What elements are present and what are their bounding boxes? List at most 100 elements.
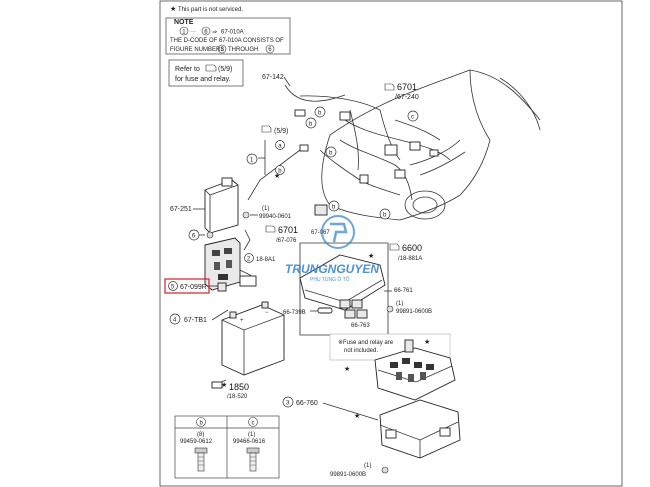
- circle-b-right: b: [383, 213, 387, 219]
- star-tray: ★: [354, 412, 360, 420]
- circle-a: a: [278, 144, 282, 150]
- refer-box: Refer to (5/9) for fuse and relay.: [168, 59, 244, 87]
- watermark-brand: TRUNGNGUYEN: [285, 262, 379, 276]
- book-icon: [265, 225, 276, 233]
- refer-line2: for fuse and relay.: [175, 76, 231, 83]
- label-67-099r: 67-099R: [180, 284, 207, 291]
- refer-line1a: Refer to: [175, 66, 200, 73]
- label-6701-top: 6701 /67-240: [384, 82, 419, 101]
- label-67-251: 67-251: [170, 206, 192, 213]
- svg-text:6701: 6701: [397, 82, 417, 92]
- circle-b-mid: b: [329, 151, 333, 157]
- bolts-table: b c (8) 99459-0612 (1) 99466-0616: [174, 415, 280, 479]
- bolt-c-label: c: [252, 421, 255, 427]
- label-99891-qty: (1): [396, 301, 403, 307]
- label-66-763: 66-763: [351, 323, 370, 329]
- bolt-b-label: b: [200, 421, 204, 427]
- book-icon: [389, 243, 400, 251]
- circle-2: 2: [247, 257, 251, 263]
- wiring-harness: [247, 84, 451, 216]
- bolt-c-qty: (1): [248, 432, 255, 438]
- note-line3-circle-6: 6: [268, 47, 272, 53]
- book-icon: [261, 125, 272, 133]
- note-title: NOTE: [174, 19, 194, 26]
- svg-text:/67-240: /67-240: [395, 94, 419, 101]
- note-circle-6: 6: [204, 29, 208, 35]
- label-99891-bottom: 99891-0600B: [330, 472, 366, 478]
- note-code: 67-010A: [221, 30, 244, 36]
- label-67-tb1: 67-TB1: [184, 317, 207, 324]
- note-arrow: ⇒: [212, 30, 217, 36]
- label-18-520: /18-520: [227, 394, 248, 400]
- relay-cluster: [339, 299, 368, 319]
- fuse-box-cover: [204, 177, 239, 234]
- circle-4: 4: [173, 318, 177, 324]
- book-icon: [205, 64, 217, 72]
- star-assembly-1: ★: [344, 365, 350, 373]
- highlighted-part-67-099r: 5 67-099R: [164, 278, 210, 294]
- fuse-box-lower-tray: [379, 399, 461, 459]
- bolt-c-icon: [246, 447, 260, 472]
- note-box: NOTE 1 ··· 6 ⇒ 67-010A THE D-CODE OF 67-…: [165, 17, 291, 55]
- note-dots: ···: [190, 29, 196, 35]
- label-67-067: 67-067: [311, 230, 330, 236]
- circle-c-top: c: [411, 115, 414, 121]
- battery: + −: [221, 301, 285, 376]
- circle-b-bracket: b: [278, 169, 282, 175]
- note-circle-1: 1: [182, 29, 186, 35]
- svg-text:+: +: [240, 318, 244, 324]
- refer-line1b: (5/9): [218, 66, 232, 73]
- svg-text:6701: 6701: [278, 225, 298, 235]
- label-5-9: (5/9): [261, 125, 288, 135]
- circle-b-top2: b: [318, 111, 322, 117]
- watermark-sub: PHỤ TÙNG Ô TÔ: [310, 276, 350, 283]
- bolt-b-qty: (8): [197, 432, 204, 438]
- star-battery: ★: [221, 381, 227, 389]
- fuse-box-assembly: [374, 339, 456, 401]
- label-18-8a1: 18-8A1: [256, 257, 276, 263]
- label-6701-mid: 6701 /67-076: [265, 225, 298, 244]
- star-assembly-2: ★: [424, 338, 430, 346]
- label-99940-0601: 99940-0601: [259, 214, 292, 220]
- circle-b-top: b: [309, 122, 313, 128]
- note-line3-circle-1: 1: [220, 47, 224, 53]
- fuse-note-line2: not included.: [344, 348, 378, 354]
- legend-star-icon: ★: [170, 5, 176, 13]
- note-line2: THE D-CODE OF 67-010A CONSISTS OF: [170, 38, 284, 44]
- svg-text:−: −: [265, 310, 269, 316]
- label-67-142: 67-142: [262, 74, 284, 81]
- bolt-b-part: 99459-0612: [180, 439, 213, 445]
- car-body: [321, 69, 541, 221]
- label-18-881a: /18-881A: [398, 256, 422, 262]
- star-marker: ★: [274, 172, 280, 180]
- legend-text: This part is not serviced.: [178, 7, 243, 13]
- wheel: [404, 190, 446, 220]
- circle-6: 6: [192, 234, 196, 240]
- label-1850: 1850: [229, 382, 249, 392]
- circle-3: 3: [286, 401, 290, 407]
- bolt-c-part: 99466-0616: [233, 439, 266, 445]
- label-1-qty: (1): [262, 206, 269, 212]
- star-cover: ★: [368, 252, 374, 260]
- watermark: TRUNGNGUYEN PHỤ TÙNG Ô TÔ: [285, 215, 379, 283]
- bolt-b-icon: [194, 447, 208, 472]
- label-99891-qty-bottom: (1): [364, 463, 371, 469]
- svg-text:(5/9): (5/9): [274, 128, 288, 135]
- fuse-note-line1: ※Fuse and relay are: [338, 340, 394, 346]
- svg-text:/67-076: /67-076: [276, 238, 297, 244]
- note-line3c: THROUGH: [228, 47, 258, 53]
- label-66-739b: 66-739B: [283, 310, 306, 316]
- note-line3a: FIGURE NUMBERS: [170, 47, 224, 53]
- book-icon: [384, 83, 395, 91]
- diagram-frame: [159, 0, 623, 487]
- circle-5: 5: [171, 285, 175, 291]
- label-66-761: 66-761: [394, 288, 413, 294]
- circle-1: 1: [250, 158, 254, 164]
- label-99891-top: 99891-0600B: [396, 309, 432, 315]
- circle-b-low: b: [332, 205, 336, 211]
- label-6600: 6600: [402, 243, 422, 253]
- main-fuse-block: [204, 237, 241, 291]
- label-66-760: 66-760: [296, 400, 318, 407]
